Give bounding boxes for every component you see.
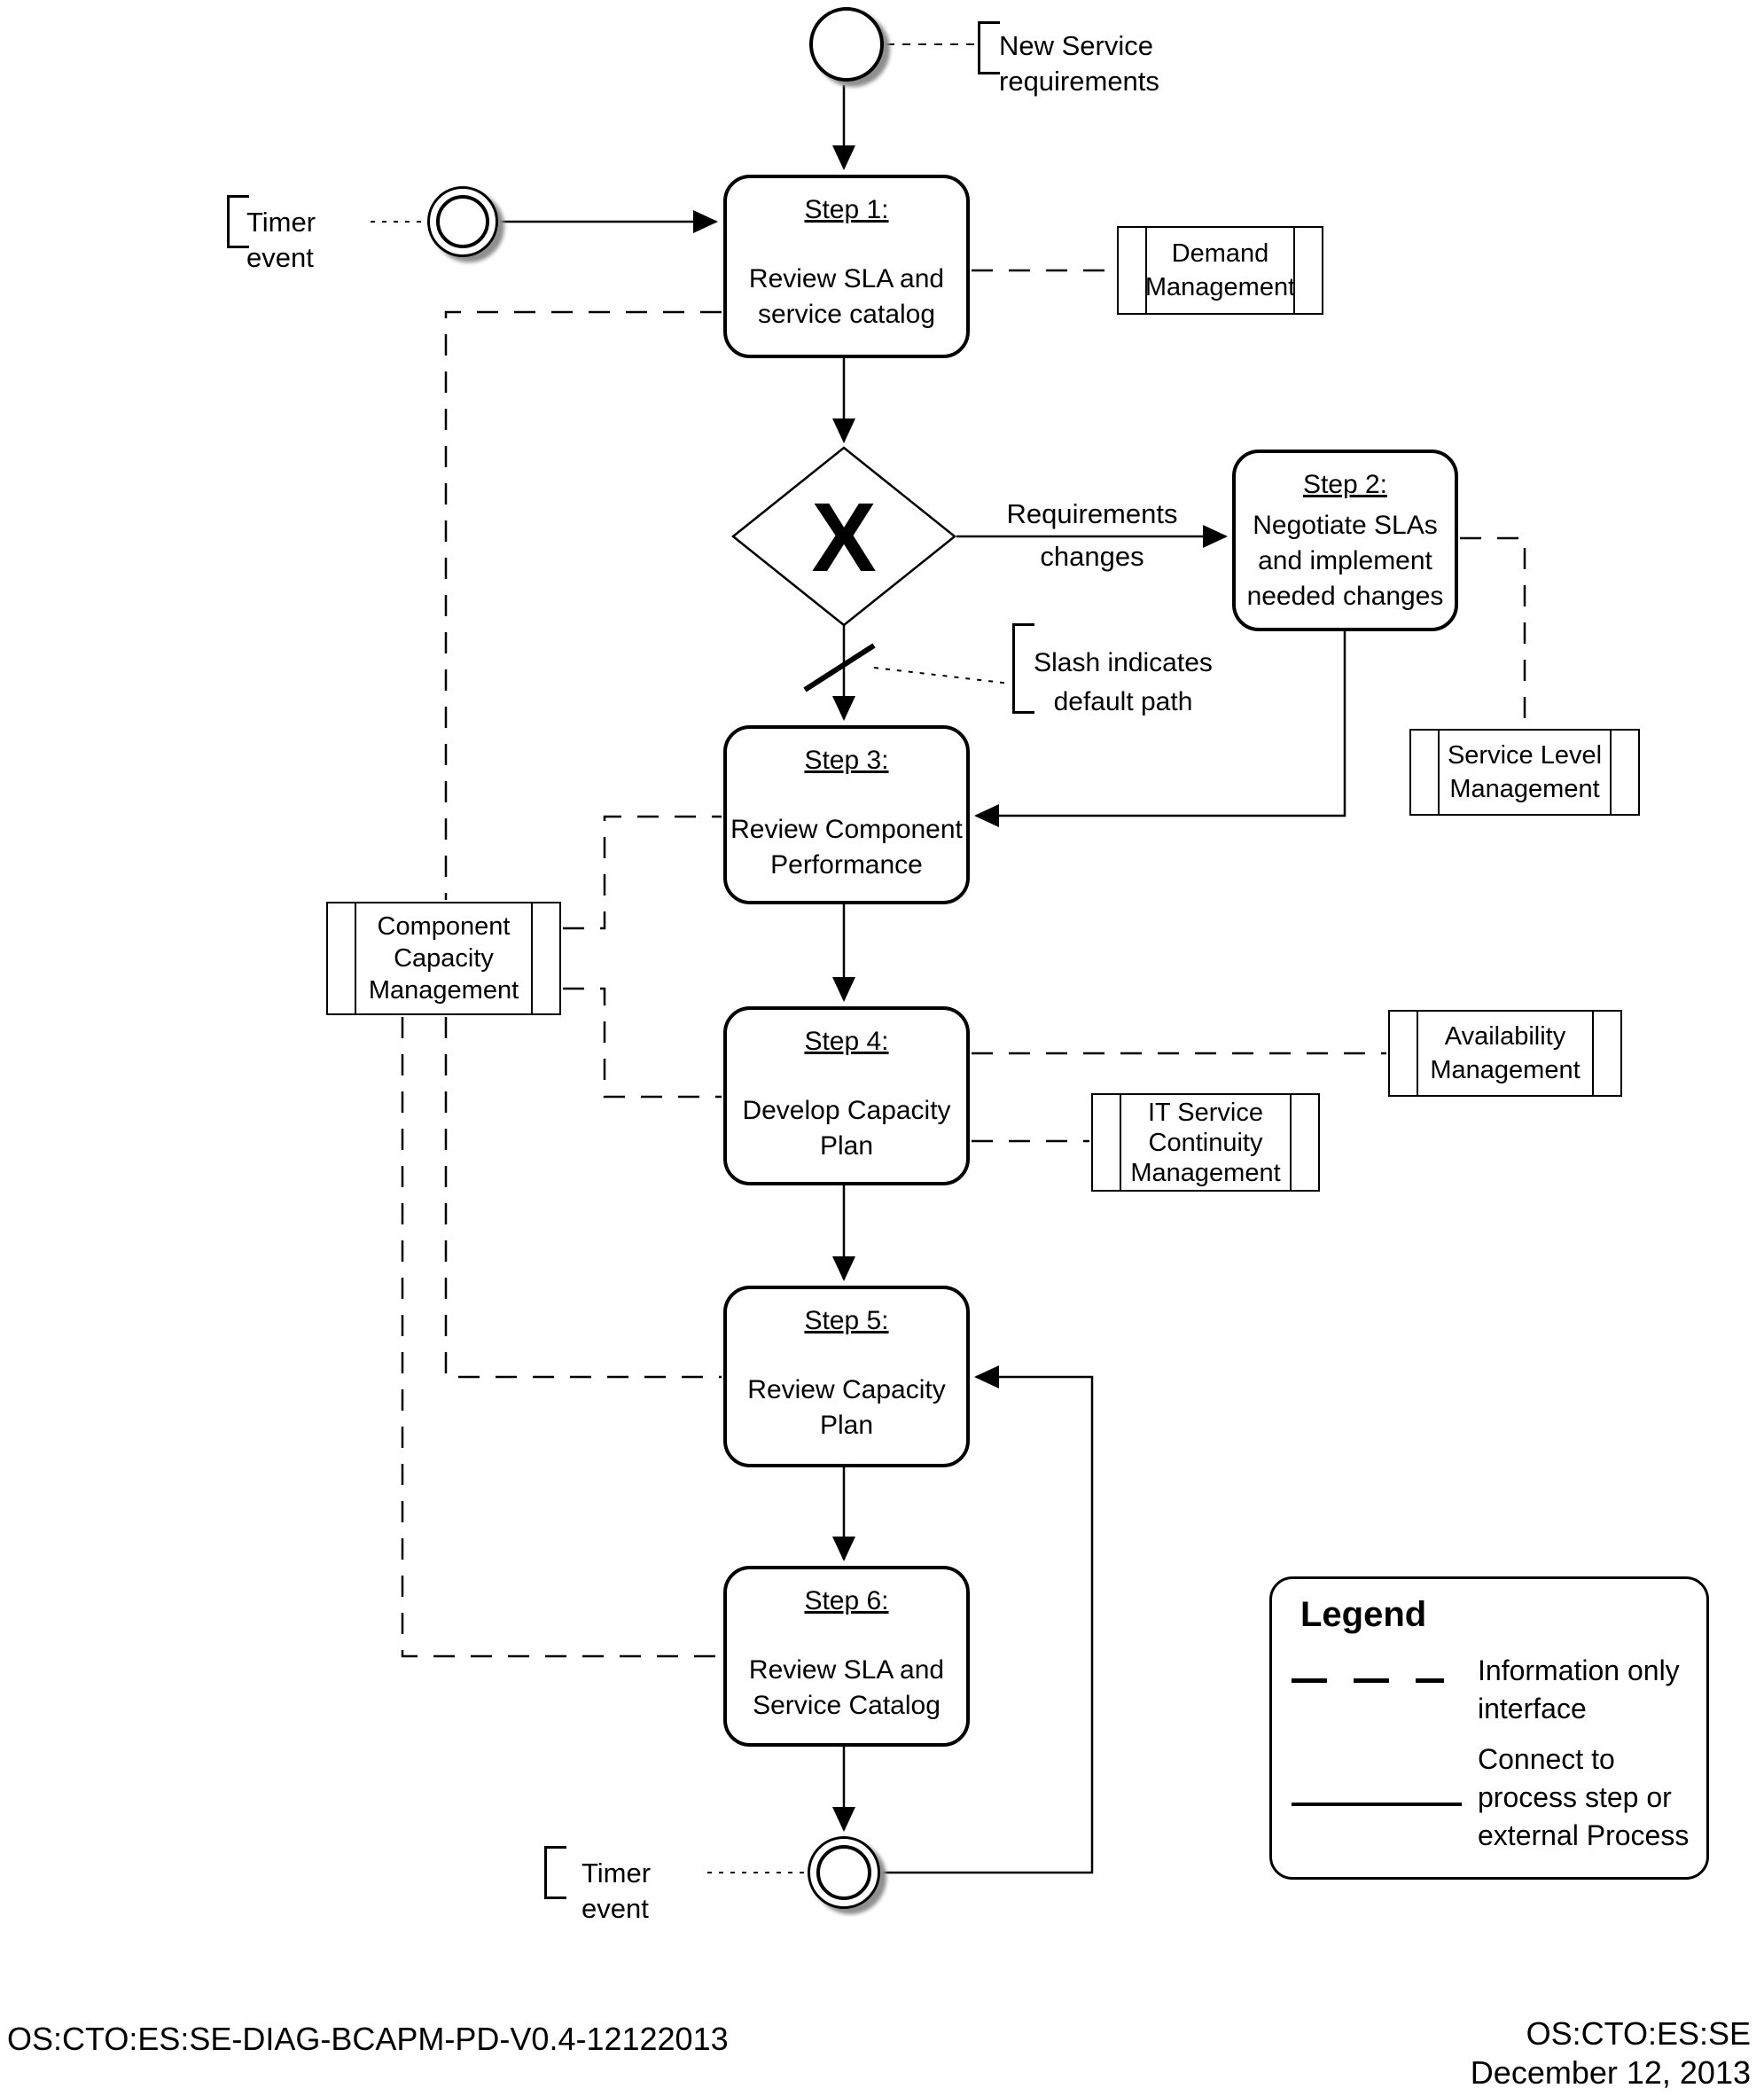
footer-document-id: OS:CTO:ES:SE-DIAG-BCAPM-PD-V0.4-12122013 [7, 2021, 729, 2057]
exclusive-gateway-symbol: X [811, 483, 877, 592]
interface-component-capacity-step4 [563, 987, 722, 1099]
external-demand-management-box: Demand Management [1117, 226, 1323, 315]
step-5-box: Step 5: Review Capacity Plan [723, 1286, 970, 1467]
end-event-circle [808, 1836, 880, 1909]
step-1-box: Step 1: Review SLA and service catalog [723, 175, 970, 358]
timer-bottom-label: Timer event [581, 1857, 652, 1924]
interface-step2-service-level [1460, 536, 1526, 727]
step-6-title: Step 6: [804, 1586, 889, 1615]
slash-annotation-label: Slash indicates default path [1034, 648, 1213, 716]
new-service-annotation-label: New Service requirements [999, 30, 1159, 97]
footer-org-id: OS:CTO:ES:SE [1526, 2015, 1751, 2052]
step-1-text: Review SLA and service catalog [748, 264, 945, 329]
timer-event-top-inner-ring [435, 194, 490, 249]
interface-component-capacity-step3 [563, 815, 722, 930]
timer-top-label: Timer event [246, 207, 316, 273]
step-1-title: Step 1: [804, 195, 889, 224]
footer-date: December 12, 2013 [1470, 2054, 1751, 2091]
step-4-title: Step 4: [804, 1027, 889, 1056]
interface-step1-component-capacity [444, 310, 722, 900]
step-2-box: Step 2: Negotiate SLAs and implement nee… [1232, 450, 1458, 631]
timer-event-top-circle [427, 186, 498, 257]
start-event-circle [809, 7, 884, 82]
step-6-text: Review SLA and Service Catalog [748, 1655, 945, 1720]
gateway-branch-label: Requirements changes [1006, 498, 1178, 572]
new-service-annotation-bracket [978, 21, 1000, 74]
step-5-text: Review Capacity Plan [747, 1375, 946, 1440]
default-path-slash [803, 643, 876, 692]
annotation-link-slash [873, 667, 1011, 684]
legend-box: Legend Information only interface Connec… [1269, 1576, 1709, 1880]
connector-end-loop-to-step5 [882, 1365, 1094, 1874]
connector-step2-to-step3 [974, 631, 1346, 827]
end-event-inner-ring [816, 1844, 872, 1901]
legend-solid-line-sample [1292, 1803, 1462, 1806]
step-3-text: Review Component Performance [730, 815, 963, 880]
interface-component-capacity-step5 [444, 1017, 722, 1379]
timer-top-annotation-bracket [227, 195, 249, 248]
external-it-service-continuity-management-box: IT Service Continuity Management [1091, 1093, 1320, 1192]
interface-component-capacity-step6 [401, 1017, 722, 1658]
step-3-title: Step 3: [804, 746, 889, 775]
step-2-text: Negotiate SLAs and implement needed chan… [1246, 511, 1444, 611]
legend-solid-label: Connect to process step or external Proc… [1478, 1743, 1690, 1851]
external-service-level-management-box: Service Level Management [1409, 729, 1640, 816]
external-component-capacity-management-box: Component Capacity Management [326, 902, 561, 1015]
slash-annotation-bracket [1012, 623, 1034, 714]
step-5-title: Step 5: [804, 1306, 889, 1335]
external-availability-management-box: Availability Management [1388, 1010, 1622, 1097]
step-2-title: Step 2: [1302, 470, 1388, 499]
step-4-text: Develop Capacity Plan [742, 1096, 951, 1161]
legend-dashed-line-sample [1292, 1678, 1444, 1683]
legend-dashed-label: Information only interface [1478, 1654, 1680, 1725]
step-6-box: Step 6: Review SLA and Service Catalog [723, 1566, 970, 1747]
exclusive-gateway-diamond [730, 446, 957, 627]
step-3-box: Step 3: Review Component Performance [723, 725, 970, 904]
step-4-box: Step 4: Develop Capacity Plan [723, 1006, 970, 1185]
legend-title: Legend [1300, 1595, 1427, 1634]
timer-bottom-annotation-bracket [544, 1846, 566, 1899]
